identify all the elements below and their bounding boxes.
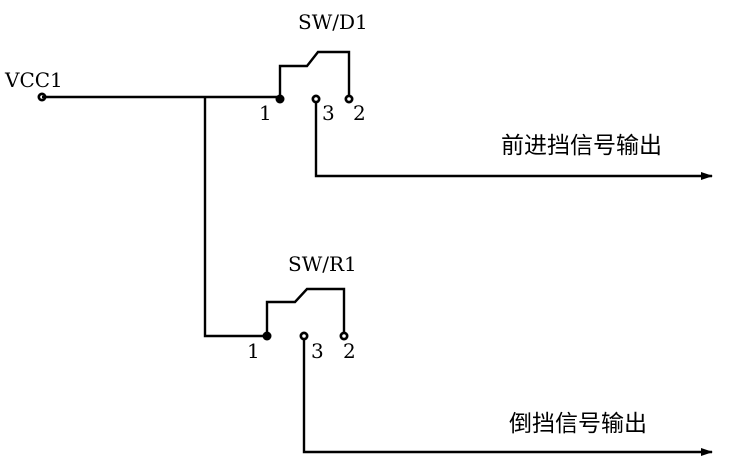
switch-lever	[265, 287, 346, 336]
switch-name: SW/R1	[288, 252, 357, 276]
branch-wire	[203, 97, 267, 338]
pin-2-label: 2	[353, 101, 366, 125]
reverse-signal-label: 倒挡信号输出	[509, 411, 647, 437]
pin-1-terminal	[262, 331, 272, 341]
pin-1-terminal	[275, 94, 285, 104]
pin-3-label: 3	[311, 339, 324, 363]
switch-sw-d1: SW/D1 1 3 2 前进挡信号输出	[259, 10, 713, 180]
vcc-label: VCC1	[4, 68, 63, 92]
switch-name: SW/D1	[298, 10, 368, 34]
pin-1-label: 1	[259, 101, 272, 125]
forward-signal-label: 前进挡信号输出	[501, 133, 662, 159]
forward-output-line	[314, 100, 713, 180]
switch-sw-r1: SW/R1 1 3 2 倒挡信号输出	[247, 252, 713, 456]
pin-3-label: 3	[322, 101, 335, 125]
pin-2-label: 2	[343, 339, 356, 363]
vcc-node: VCC1	[4, 68, 63, 102]
pin-1-label: 1	[247, 339, 260, 363]
reverse-output-line	[302, 337, 713, 456]
switch-lever	[278, 50, 351, 97]
